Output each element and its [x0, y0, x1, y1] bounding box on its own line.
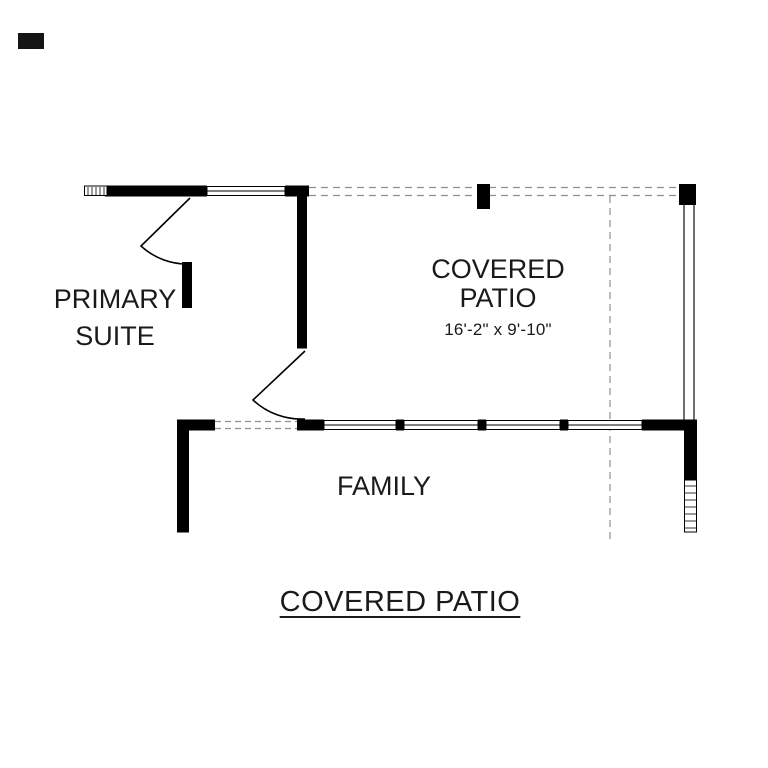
covered-patio-dimensions: 16'-2" x 9'-10": [444, 320, 552, 339]
window: [485, 420, 561, 430]
covered-patio-line1: COVERED: [431, 254, 565, 284]
wall-mullion: [560, 419, 568, 431]
corner-artifact-mark: [18, 33, 44, 49]
door-swing: [139, 197, 191, 265]
plan-title: COVERED PATIO: [279, 586, 521, 618]
room-label-primary-suite: PRIMARY SUITE: [40, 281, 190, 355]
wall: [182, 262, 192, 308]
primary-suite-line2: SUITE: [75, 321, 155, 351]
wall: [177, 419, 215, 431]
room-label-family: FAMILY: [336, 471, 432, 501]
wall: [297, 419, 324, 431]
window: [323, 420, 397, 430]
window: [567, 420, 643, 430]
wall: [684, 419, 697, 480]
wall-mullion: [478, 419, 486, 431]
window: [684, 479, 697, 533]
wall: [105, 185, 207, 197]
column-post: [477, 184, 490, 209]
window: [403, 420, 479, 430]
wall: [642, 419, 697, 431]
window: [84, 185, 108, 196]
wall-mullion: [396, 419, 404, 431]
room-label-covered-patio: COVERED PATIO 16'-2" x 9'-10": [398, 255, 598, 340]
window: [206, 186, 286, 196]
covered-patio-line2: PATIO: [459, 283, 537, 313]
door-swing: [251, 350, 306, 420]
wall: [297, 185, 307, 349]
corner-column-post: [679, 184, 696, 205]
primary-suite-line1: PRIMARY: [53, 284, 177, 314]
wall: [177, 419, 189, 533]
